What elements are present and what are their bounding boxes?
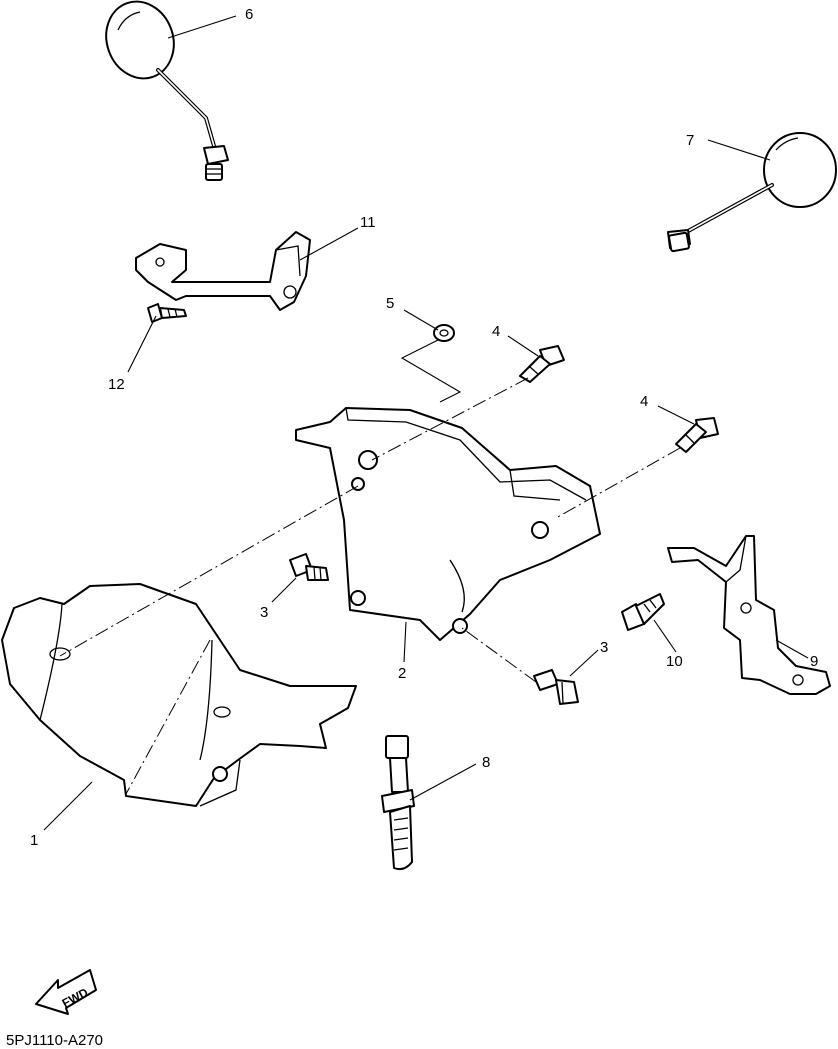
bracket-right bbox=[667, 535, 831, 695]
callout-11: 11 bbox=[360, 214, 376, 231]
callout-7: 7 bbox=[686, 132, 694, 149]
screw-4-right bbox=[675, 417, 719, 453]
callout-5: 5 bbox=[386, 295, 394, 312]
assembly-lines bbox=[59, 339, 681, 795]
bracket-left bbox=[135, 231, 311, 311]
callout-4-upper: 4 bbox=[492, 323, 500, 340]
mirror-left bbox=[105, 0, 229, 181]
callout-numbers: 6 7 11 12 5 4 4 3 2 3 10 9 8 1 bbox=[30, 6, 818, 849]
handle-cover-inner bbox=[295, 407, 601, 641]
callout-1: 1 bbox=[30, 832, 38, 849]
callout-8: 8 bbox=[482, 754, 490, 771]
mirror-right bbox=[667, 132, 837, 253]
callout-3-left: 3 bbox=[260, 604, 268, 621]
grommet-5 bbox=[433, 324, 455, 342]
callout-leaders bbox=[43, 15, 809, 831]
diagram-code: 5PJ1110-A270 bbox=[6, 1032, 103, 1049]
callout-6: 6 bbox=[245, 6, 253, 23]
screw-3-right bbox=[533, 669, 579, 705]
screw-3-left bbox=[289, 553, 329, 581]
screw-4-upper bbox=[519, 345, 565, 383]
callout-12: 12 bbox=[108, 376, 125, 393]
callout-2: 2 bbox=[398, 665, 406, 682]
callout-4-right: 4 bbox=[640, 393, 648, 410]
callout-9: 9 bbox=[810, 653, 818, 670]
handle-cover-front bbox=[1, 583, 357, 807]
fwd-arrow-icon: FWD bbox=[35, 969, 97, 1015]
screw-10 bbox=[621, 593, 665, 631]
callout-3-right: 3 bbox=[600, 639, 608, 656]
callout-10: 10 bbox=[666, 653, 683, 670]
cable-tie-8 bbox=[381, 735, 415, 871]
screw-12 bbox=[147, 303, 187, 323]
